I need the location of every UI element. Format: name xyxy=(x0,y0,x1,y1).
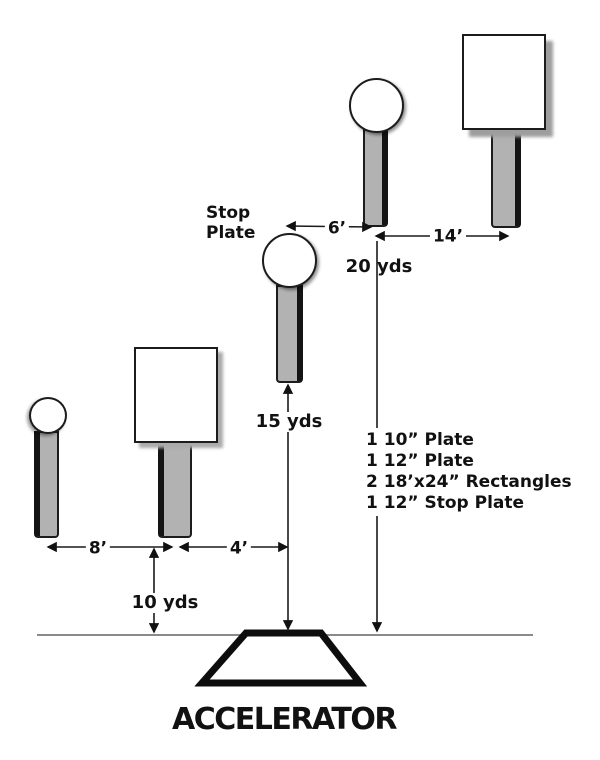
shooting-box xyxy=(194,629,368,687)
dimension-15yds-label: 15 yds xyxy=(251,412,327,432)
equipment-list: 1 10” Plate 1 12” Plate 2 18’x24” Rectan… xyxy=(364,428,576,516)
equipment-item: 1 12” Plate xyxy=(366,451,474,471)
equipment-item: 2 18’x24” Rectangles xyxy=(366,472,572,492)
stop-plate-label: Stop Plate xyxy=(206,203,256,243)
rectangle-plate xyxy=(462,34,546,130)
round-plate xyxy=(349,78,404,133)
target-post xyxy=(276,285,303,383)
dimension-8ft-label: 8’ xyxy=(85,540,111,558)
dimension-20yds-label: 20 yds xyxy=(345,256,413,277)
target-post xyxy=(158,441,192,538)
stage-name-label: ACCELERATOR xyxy=(172,702,397,737)
target-post xyxy=(34,431,59,538)
rectangle-plate xyxy=(134,347,218,443)
dimension-14ft-label: 14’ xyxy=(429,228,467,246)
equipment-item: 1 12” Stop Plate xyxy=(366,493,525,513)
equipment-item: 1 10” Plate xyxy=(366,430,474,450)
target-post xyxy=(491,128,521,228)
dimension-6ft-label: 6’ xyxy=(324,220,350,238)
dimension-10yds-label: 10 yds xyxy=(127,593,203,613)
dimension-4ft-label: 4’ xyxy=(226,540,252,558)
round-plate xyxy=(29,397,67,434)
round-plate xyxy=(262,233,317,288)
target-post xyxy=(363,129,388,227)
